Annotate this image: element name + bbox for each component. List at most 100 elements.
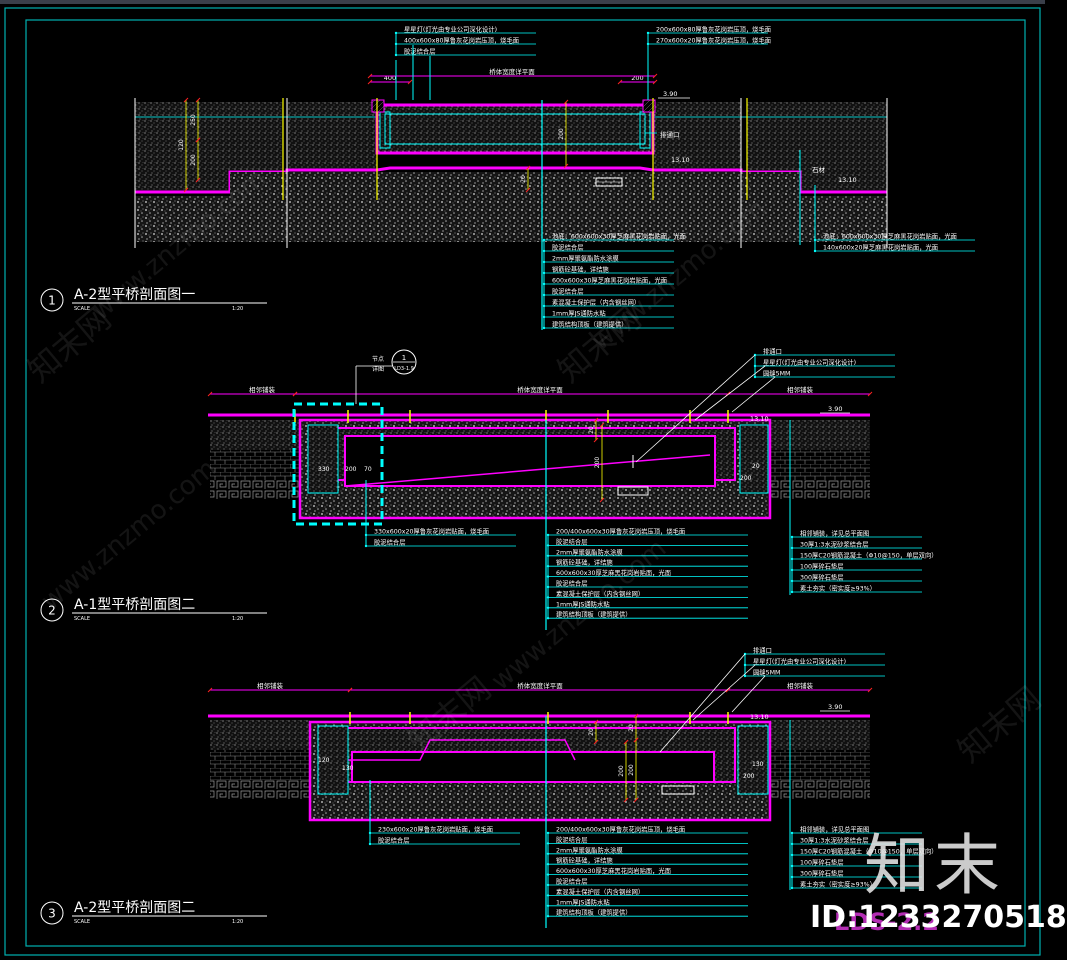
detail-highlight-box [292, 402, 384, 526]
sec2-bottom-leader-dot [546, 554, 550, 557]
dim-v2-label: 20 [588, 426, 595, 434]
dim-v3-tick [195, 137, 201, 143]
sec3-bottom-callout: 建筑结构顶板（建筑提供） [556, 908, 632, 917]
dim-right-tick [652, 79, 658, 85]
sec2-top-callout: 星星灯(灯光由专业公司深化设计) [763, 358, 856, 367]
sec2-top-callout: 排通口 [763, 347, 782, 356]
dim-v2-tick [593, 437, 599, 443]
right-greek-hatch [770, 480, 870, 500]
detail-tag-number: 1 [402, 354, 406, 362]
slab-gravel [230, 172, 800, 222]
sec1-bottom-leader-dot [542, 304, 546, 308]
dim-left-paving-tick [207, 391, 213, 397]
sec3-bottom-leader-dot [546, 873, 550, 876]
sec2-bottom-leader-dot [546, 533, 550, 537]
section-number-circle [40, 901, 64, 925]
sec1-bottom-leader-dot [542, 260, 546, 264]
sheet-outer-frame [4, 7, 1041, 956]
dim-v4-tick [623, 797, 629, 803]
dim-v3-tick [593, 739, 599, 745]
sec1-bottom-callout: 胶泥结合层 [552, 287, 583, 296]
sec2-left-leader-dot [364, 544, 368, 548]
scale-value: 1:20 [232, 306, 243, 312]
bridge-deck-inner [384, 113, 646, 145]
left-bank-fill-2 [287, 102, 377, 170]
sec3-bottom-leader-dot [546, 915, 550, 918]
dim-v3-label: 20 [588, 728, 595, 736]
sec2-bottom-leader-dot [546, 544, 550, 547]
sec2-bottom-callout: 2mm厚聚氨酯防水涂膜 [556, 547, 623, 556]
dim-small: 120 [318, 757, 330, 764]
sec2-right-callout: 30厚1:3水泥砂浆结合层 [800, 540, 869, 549]
dim-v2-tick [633, 737, 639, 743]
section-number-circle [40, 288, 64, 312]
elevation-label-2: 13.10 [750, 713, 769, 721]
left-paving-base [210, 720, 310, 750]
dim-small: 200 [345, 466, 357, 473]
sec3-bottom-callout: 1mm厚JS通防水粘 [556, 897, 610, 906]
sec1-bottom-callout: 素混凝土保护层（内含钢丝网） [552, 298, 640, 307]
sec3-top-pointer-3 [731, 675, 766, 713]
left-greek-hatch [210, 780, 310, 800]
sec1-bottom-callout: 1mm厚JS通防水粘 [552, 309, 606, 318]
sec1-bottom-callout: 建筑结构顶板（建筑提供） [552, 320, 628, 329]
drain-grate [617, 486, 649, 496]
detail-tag-sheet: LD3-1.9 [394, 366, 414, 372]
sec3-right-leader-dot [790, 864, 794, 868]
sec1-bottom-leader-dot [542, 315, 546, 319]
sec2-bottom-callout: 600x600x30厚芝麻黑花岗岩贴面，光面 [556, 568, 671, 577]
dim-v4-tick [563, 163, 569, 169]
right-paving-base [770, 720, 870, 750]
sec2-right-leader-dot [790, 535, 794, 539]
sec3-bottom-callout: 600x600x30厚芝麻黑花岗岩贴面，光面 [556, 866, 671, 875]
sec2-bottom-leader-dot [546, 585, 550, 589]
dim-v3-tick [195, 177, 201, 183]
sec3-right-callout: 30厚1:3水泥砂浆结合层 [800, 836, 869, 845]
span-right: 相邻铺装 [787, 385, 814, 394]
span-mid: 桥体宽度详平面 [517, 681, 563, 690]
sec1-top-right-callout: 200x600x80厚鲁灰花岗岩压顶，烧毛面 [656, 25, 771, 34]
sec3-top-callout: 排通口 [753, 646, 772, 655]
dim-v1-tick [599, 422, 605, 428]
dim-v4-tick [563, 99, 569, 105]
sec3-top-pointer-2 [692, 664, 756, 721]
left-wall [307, 424, 339, 494]
dim-v1-label: 200 [594, 457, 601, 469]
dim-small: 70 [364, 466, 372, 473]
dim-v2-label: 250 [190, 114, 197, 126]
dim-left-tick [367, 79, 373, 85]
right-bank-fill [653, 102, 741, 170]
dim-v2-label: 200 [628, 764, 635, 776]
left-greek-hatch [210, 480, 300, 500]
sec1-bottom-callout: 2mm厚聚氨酯防水涂膜 [552, 254, 619, 263]
dim-small-r2: 20 [752, 463, 760, 470]
dim-v4-tick [623, 739, 629, 745]
dim-small-r: 200 [743, 773, 755, 780]
sec1-bottom-leader-dot [542, 293, 546, 297]
dim-span-tick [347, 687, 353, 693]
dim-v1-tick [183, 97, 189, 103]
scale-label: SCALE [74, 616, 90, 622]
sec3-bottom-leader-dot [546, 852, 550, 855]
dim-v4-label: 200 [618, 765, 625, 777]
sec1-top-left-callout: 400x600x80厚鲁灰花岗岩压顶，烧毛面 [404, 36, 519, 45]
sec2-top-callout: 圆缝5MM [763, 369, 790, 378]
sec1-top-left-leader-dot [394, 53, 398, 57]
scale-value: 1:20 [232, 919, 243, 925]
sec3-bottom-leader-dot [546, 842, 550, 845]
base-gravel [135, 196, 887, 242]
left-wall [317, 725, 349, 795]
sec3-top-leader-dot [743, 663, 747, 667]
sec2-right-leader-dot [790, 557, 794, 561]
dim-right-paving-tick [867, 687, 873, 693]
elevation-label-3: 13.10 [838, 176, 857, 184]
sec3-bottom-callout: 200/400x600x30厚鲁灰花岗岩压顶，烧毛面 [556, 825, 685, 834]
sec3-left-leader-dot [368, 842, 372, 846]
sec1-top-left-leader-dot [394, 31, 398, 35]
sec3-right-leader-dot [790, 875, 794, 879]
right-paving-base [770, 420, 870, 450]
sec1-bottom-callout: 600x600x30厚芝麻黑花岗岩贴面，光面 [552, 276, 667, 285]
section-number-circle [40, 598, 64, 622]
